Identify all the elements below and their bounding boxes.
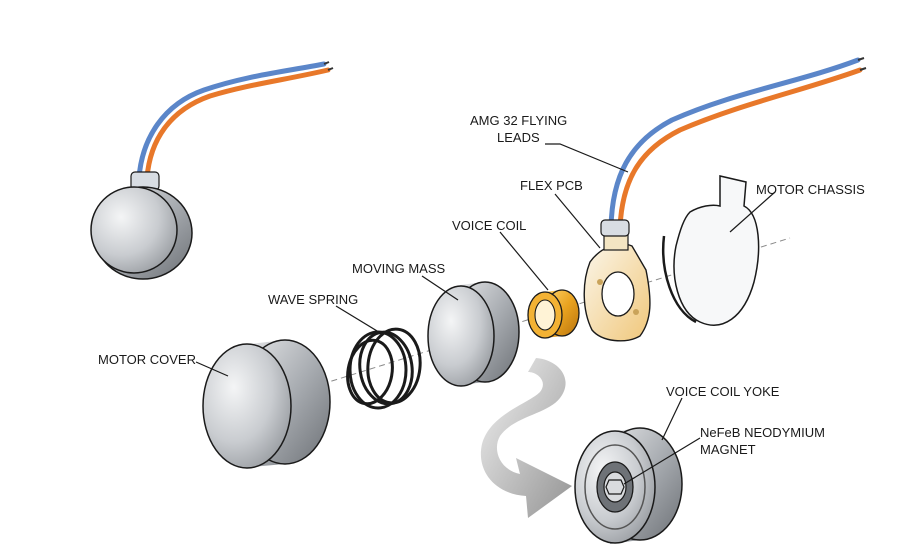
wire-blue-assembled bbox=[136, 61, 327, 181]
label-wave-spring: WAVE SPRING bbox=[268, 292, 358, 307]
leader-motor-chassis bbox=[729, 191, 776, 233]
label-magnet-2: MAGNET bbox=[700, 442, 756, 457]
assembled-motor bbox=[90, 61, 334, 280]
leader-magnet bbox=[623, 437, 701, 485]
label-voice-coil-yoke: VOICE COIL YOKE bbox=[666, 384, 780, 399]
label-motor-cover: MOTOR COVER bbox=[98, 352, 196, 367]
label-flying-leads-2: LEADS bbox=[497, 130, 540, 145]
assembly-arrow bbox=[480, 358, 572, 518]
label-flying-leads-1: AMG 32 FLYING bbox=[470, 113, 567, 128]
label-moving-mass: MOVING MASS bbox=[352, 261, 446, 276]
assembled-motor-face bbox=[90, 186, 178, 274]
leader-voice-coil-yoke bbox=[661, 397, 683, 441]
label-motor-chassis: MOTOR CHASSIS bbox=[756, 182, 865, 197]
leader-motor-cover bbox=[195, 361, 229, 377]
wave-spring bbox=[346, 327, 422, 410]
wire-orange-exploded bbox=[617, 67, 863, 231]
voice-coil bbox=[527, 289, 580, 339]
flying-leads bbox=[600, 57, 867, 237]
leader-flying-leads bbox=[545, 143, 629, 173]
label-magnet-1: NeFeB NEODYMIUM bbox=[700, 425, 825, 440]
voice-coil-yoke bbox=[574, 427, 683, 544]
leader-moving-mass bbox=[421, 275, 459, 301]
label-flex-pcb: FLEX PCB bbox=[520, 178, 583, 193]
motor-cover bbox=[202, 339, 331, 469]
label-voice-coil: VOICE COIL bbox=[452, 218, 526, 233]
explode-axis bbox=[254, 237, 791, 406]
leader-voice-coil bbox=[499, 231, 549, 291]
neodymium-magnet bbox=[603, 471, 627, 503]
leader-wave-spring bbox=[335, 305, 383, 335]
leader-flex-pcb bbox=[554, 193, 601, 249]
motor-chassis bbox=[662, 175, 760, 326]
moving-mass bbox=[427, 281, 520, 387]
flex-pcb bbox=[583, 227, 651, 342]
wire-blue-exploded bbox=[608, 57, 861, 231]
wire-orange-assembled bbox=[144, 67, 331, 181]
